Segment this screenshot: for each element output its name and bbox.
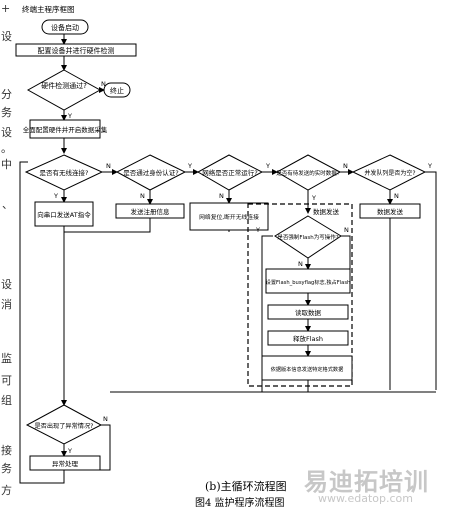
start-terminal: [41, 19, 89, 35]
read-data-box: [267, 304, 349, 320]
margin-char: +: [1, 2, 11, 15]
exception-action-label: 异常处理: [52, 459, 79, 468]
send-format-box: [261, 355, 353, 381]
network-reset-box: [189, 202, 269, 231]
margin-char: 设: [1, 126, 12, 139]
margin-char: 中: [1, 158, 12, 171]
network-reset-label: 网络复位,断开无线连接: [199, 213, 259, 221]
margin-char: 务: [1, 462, 12, 475]
release-flash-box: [267, 330, 349, 346]
yes-label: Y: [255, 226, 260, 234]
hw-check-label: 硬件检测通过?: [41, 81, 87, 90]
decision-exception: [25, 404, 103, 445]
full-config-label: 全面配置硬件并开启数据采集: [23, 125, 108, 134]
full-config-box: [29, 119, 101, 139]
send-format-label: 依据版本信息发送特定格式数据: [271, 365, 344, 373]
margin-char: 方: [1, 484, 12, 497]
decision-hw-check: [26, 69, 102, 111]
diagram-header: 终端主程序框图: [22, 4, 75, 14]
figure-caption: 图4 监护程序流程图: [195, 498, 285, 509]
margin-char: 可: [1, 374, 12, 387]
yes-label: Y: [311, 194, 316, 202]
configure-label: 配置设备并进行硬件检测: [38, 46, 115, 55]
watermark-url: www.edatop.com: [318, 492, 413, 505]
configure-box: [15, 43, 137, 57]
decision-flash-write: [274, 215, 342, 259]
wireless-label: 是否有无线连接?: [40, 168, 89, 177]
no-label: N: [298, 260, 303, 268]
yes-label: Y: [67, 112, 72, 120]
realtime-label: 是否有待发送的实时数据?: [276, 169, 340, 177]
start-label: 设备启动: [51, 23, 79, 32]
sub-caption: (b)主循环流程图: [205, 480, 287, 493]
margin-char: 设: [1, 30, 12, 43]
terminate-terminal: [103, 82, 131, 98]
terminate-label: 终止: [110, 86, 124, 95]
queue-label: 并发队列是否为空?: [364, 169, 415, 177]
no-label: N: [140, 192, 145, 200]
yes-label: Y: [67, 447, 72, 455]
send-data-label: 数据发送: [377, 207, 404, 216]
margin-char: 消: [1, 298, 12, 311]
watermark-brand: 易迪拓培训: [304, 468, 429, 496]
decision-network: [196, 154, 264, 191]
yes-label: Y: [187, 162, 192, 170]
margin-char: 监: [1, 352, 12, 365]
send-data-box: [359, 203, 421, 219]
set-flag-label: 设置Flash_busyflag标志,独占Flash: [266, 278, 351, 286]
read-data-label: 读取数据: [295, 308, 322, 317]
decision-wireless: [24, 154, 104, 191]
yes-label: Y: [427, 162, 432, 170]
network-label: 网络是否正常运行?: [202, 168, 257, 177]
data-send-title: 数据发送: [313, 207, 340, 216]
decision-queue: [351, 154, 427, 191]
margin-char: 分: [1, 88, 12, 101]
flash-write-label: 是否强制Flash为写操作?: [277, 233, 338, 241]
auth-info-box: [115, 203, 185, 219]
no-label: N: [344, 226, 349, 234]
margin-char: 、: [2, 198, 13, 211]
no-label: N: [343, 162, 348, 170]
margin-char: 务: [1, 106, 12, 119]
serial-at-label: 向串口发送AT指令: [37, 210, 91, 219]
serial-at-box: [34, 201, 94, 227]
auth-label: 是否通过身份认证?: [123, 168, 178, 177]
exception-box: [29, 455, 101, 471]
set-flag-box: [265, 268, 351, 294]
no-label: N: [394, 192, 399, 200]
no-label: N: [103, 415, 108, 423]
decision-realtime: [275, 154, 342, 191]
no-label: N: [219, 192, 224, 200]
no-label: N: [101, 80, 106, 88]
release-flash-label: 释放Flash: [293, 334, 323, 343]
yes-label: Y: [53, 192, 58, 200]
no-label: N: [106, 162, 111, 170]
auth-info-label: 发送注册信息: [131, 207, 171, 216]
margin-char: 组: [1, 394, 12, 407]
yes-label: Y: [265, 162, 270, 170]
decision-auth: [115, 154, 187, 191]
margin-char: 接: [1, 444, 12, 457]
exception-label: 是否出现了异常情况?: [35, 422, 94, 430]
data-send-frame: [247, 203, 353, 387]
margin-char: 。: [1, 142, 12, 155]
margin-char: 设: [1, 278, 12, 291]
